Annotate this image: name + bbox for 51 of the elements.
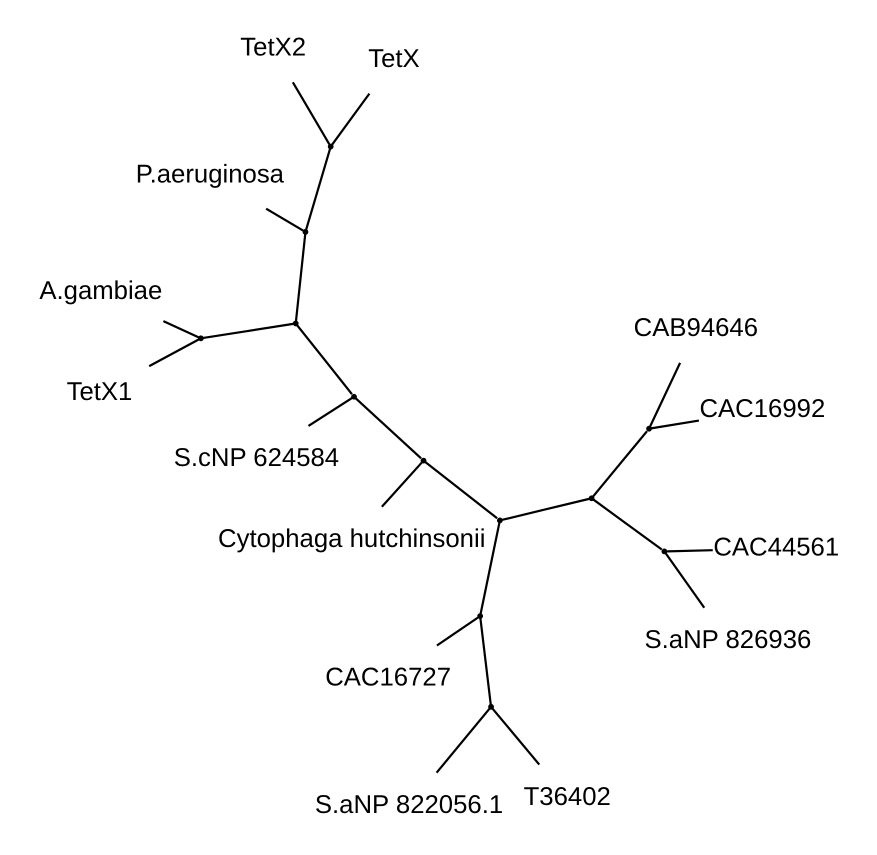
node-point bbox=[198, 335, 204, 342]
connector bbox=[307, 396, 352, 427]
connector bbox=[478, 618, 492, 704]
node-point bbox=[420, 458, 426, 464]
node-text: S.aNP 826936 bbox=[644, 626, 811, 654]
connector bbox=[650, 420, 699, 430]
connector bbox=[491, 708, 540, 766]
connector bbox=[265, 208, 304, 232]
node-text: A.gambiae bbox=[38, 277, 162, 306]
node-text: CAB94646 bbox=[633, 314, 758, 342]
node-point bbox=[292, 320, 298, 326]
connector bbox=[296, 324, 352, 395]
connector bbox=[294, 234, 306, 322]
node-text: TetX1 bbox=[66, 378, 132, 406]
connector bbox=[202, 322, 293, 340]
connector bbox=[666, 549, 712, 552]
connector bbox=[664, 552, 705, 608]
connector bbox=[330, 92, 370, 146]
node-point bbox=[496, 518, 502, 524]
node-text: CAC16992 bbox=[698, 395, 825, 424]
connector bbox=[501, 498, 589, 521]
node-text: P.aeruginosa bbox=[135, 160, 284, 188]
connector bbox=[148, 338, 200, 368]
node-point bbox=[488, 704, 494, 710]
connector bbox=[435, 708, 490, 774]
connector bbox=[478, 522, 500, 614]
node-point bbox=[302, 229, 308, 235]
connector bbox=[354, 398, 422, 460]
connector bbox=[304, 148, 331, 230]
node-text: CAC16727 bbox=[324, 663, 451, 692]
node-text: T36402 bbox=[523, 782, 610, 811]
connector bbox=[436, 616, 478, 646]
node-text: Cytophaga hutchinsonii bbox=[218, 524, 485, 553]
node-point bbox=[660, 548, 667, 554]
node-point bbox=[646, 426, 652, 432]
node-text: TetX bbox=[368, 44, 420, 73]
node-text: S.cNP 624584 bbox=[173, 444, 339, 472]
node-text: CAC44561 bbox=[712, 533, 839, 562]
node-point bbox=[588, 495, 594, 502]
connector bbox=[424, 461, 498, 520]
connector bbox=[380, 462, 422, 508]
node-point bbox=[350, 394, 356, 400]
node-point bbox=[327, 144, 334, 150]
node-text: S.aNP 822056.1 bbox=[314, 790, 503, 819]
connector bbox=[291, 82, 330, 145]
connector bbox=[648, 362, 681, 427]
connector bbox=[592, 430, 648, 498]
node-point bbox=[476, 613, 483, 619]
connector bbox=[592, 498, 662, 550]
node-text: TetX2 bbox=[240, 34, 306, 62]
connector bbox=[162, 320, 198, 338]
